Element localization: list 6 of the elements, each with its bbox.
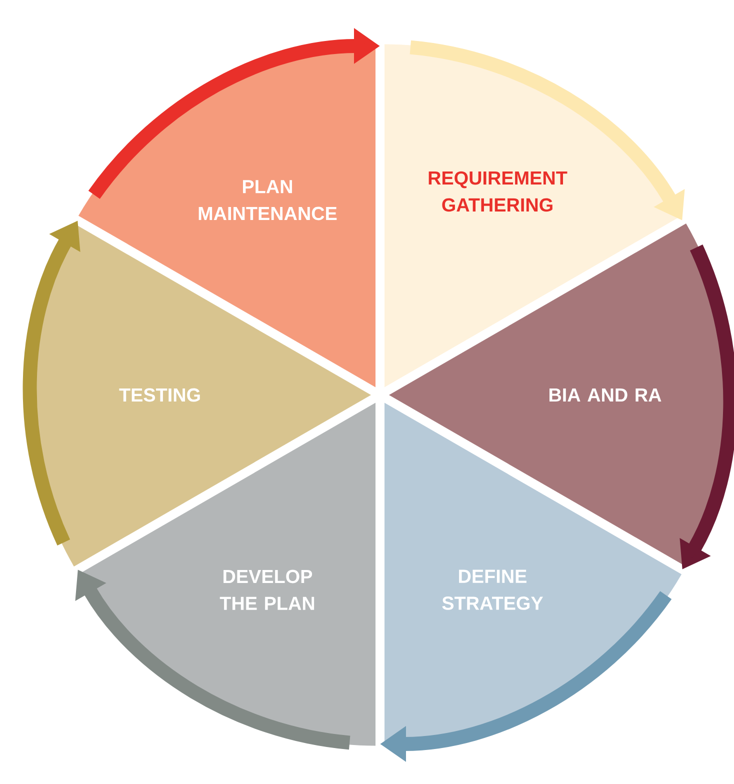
wedge-segment: TESTING bbox=[28, 224, 371, 566]
wedge-segment: DEFINE STRATEGY bbox=[384, 402, 682, 746]
wedge-segment: BIA AND RA bbox=[389, 224, 732, 566]
wedge-segment: DEVELOP THE PLAN bbox=[78, 402, 376, 746]
wedge-segment: REQUIREMENT GATHERING bbox=[384, 44, 682, 388]
wedge-segment: PLAN MAINTENANCE bbox=[78, 44, 376, 388]
